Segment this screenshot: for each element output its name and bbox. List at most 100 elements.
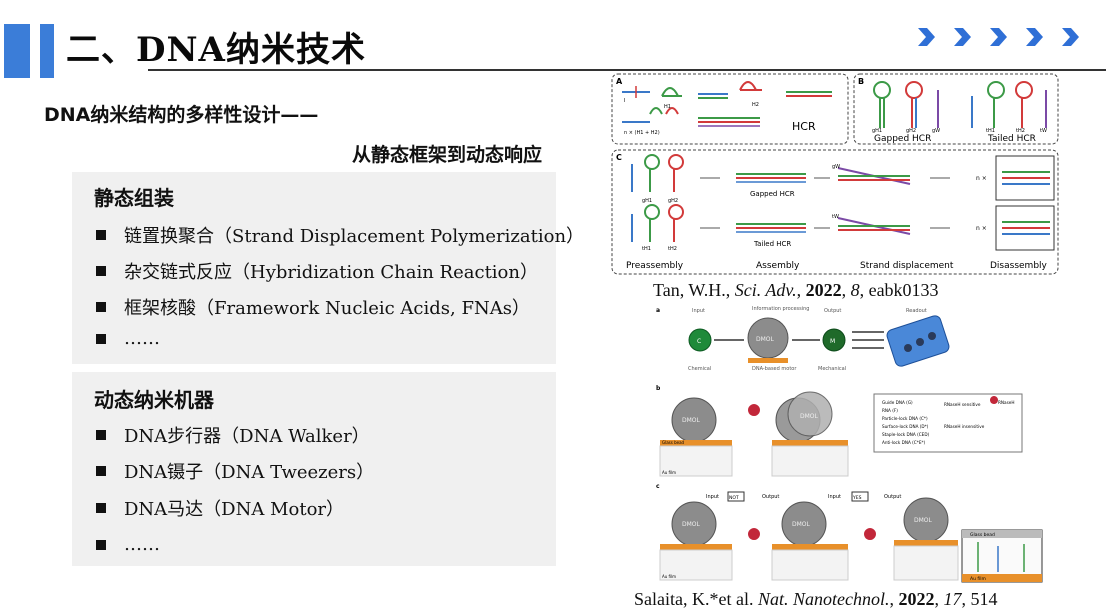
citation-salaita: Salaita, K.*et al. Nat. Nanotechnol., 20… [634,589,998,609]
list-item: …… [96,328,160,349]
svg-text:I: I [624,98,625,104]
list-item: DNA马达（DNA Motor） [96,495,344,521]
list-item: 链置换聚合（Strand Displacement Polymerization… [96,222,584,248]
svg-text:tH1: tH1 [986,128,995,134]
header-chevrons [914,26,1082,48]
svg-text:YES: YES [852,495,862,501]
svg-text:H2: H2 [752,102,759,108]
svg-text:gH1: gH1 [642,198,652,204]
svg-text:Au film: Au film [662,574,676,579]
svg-text:DMOL: DMOL [800,413,819,420]
header-accent-bar-thin [40,24,54,78]
svg-text:DMOL: DMOL [914,517,933,524]
hcr-strands-a [622,81,832,127]
svg-text:M: M [830,338,835,345]
svg-text:Glass bead: Glass bead [970,532,995,538]
svg-text:RNA (F): RNA (F) [882,408,898,413]
panel-b-letter: B [858,77,864,86]
svg-text:Particle-lock DNA (C*): Particle-lock DNA (C*) [882,416,928,421]
zoom-inset [961,529,1043,583]
list-item: DNA镊子（DNA Tweezers） [96,458,374,484]
svg-text:RNaseH insensitive: RNaseH insensitive [944,424,985,429]
hcr-strands-b [873,81,1047,128]
panel-b-frame [853,73,1059,145]
preassembly-label: Preassembly [626,261,684,271]
svg-text:tH2: tH2 [1016,128,1025,134]
svg-text:gH2: gH2 [668,198,678,204]
dna-motor-figure: a Input Information processing Output Re… [652,302,1046,586]
svg-text:Au film: Au film [662,470,676,475]
bullet-icon [96,430,106,440]
svg-text:NOT: NOT [729,495,739,501]
svg-text:tW: tW [832,214,839,220]
list-item: 框架核酸（Framework Nucleic Acids, FNAs） [96,294,530,320]
svg-text:Readout: Readout [906,308,927,314]
svg-text:Staple-lock DNA (CED): Staple-lock DNA (CED) [882,432,930,437]
bullet-icon [96,302,106,312]
svg-text:Input: Input [828,494,841,500]
static-assembly-heading: 静态组装 [94,186,174,210]
bullet-icon [96,539,106,550]
bullet-icon [96,466,106,476]
list-item: …… [96,534,160,555]
svg-text:n ×: n × [976,175,987,182]
assembly-label: Assembly [756,261,800,271]
svg-text:gH2: gH2 [906,128,916,134]
panel-c-frame [611,149,1059,275]
svg-text:Information processing: Information processing [752,306,809,312]
dynamic-machines-panel: 动态纳米机器 DNA步行器（DNA Walker） DNA镊子（DNA Twee… [72,372,556,566]
panel-a-letter: A [616,77,623,86]
svg-text:b: b [656,385,661,392]
svg-text:n ×: n × [976,225,987,232]
svg-text:H1: H1 [664,104,671,110]
bullet-icon [96,503,106,513]
header-divider [148,69,1106,71]
svg-text:Surface-lock DNA (D*): Surface-lock DNA (D*) [882,424,929,429]
svg-text:Output: Output [762,494,779,500]
input-node [688,328,712,352]
svg-text:Au film: Au film [970,576,986,582]
svg-text:n × (H1 + H2): n × (H1 + H2) [624,130,660,136]
svg-text:DMOL: DMOL [682,521,701,528]
svg-text:Mechanical: Mechanical [818,366,846,372]
section-subtitle: DNA纳米结构的多样性设计—— [44,104,319,126]
tailed-hcr-label: Tailed HCR [987,134,1036,144]
gapped-hcr-label: Gapped HCR [874,134,931,144]
disassembly-label: Disassembly [990,261,1048,271]
citation-tan: Tan, W.H., Sci. Adv., 2022, 8, eabk0133 [653,280,939,300]
chevron-right-icon [914,26,938,48]
chevron-right-icon [986,26,1010,48]
static-assembly-panel: 静态组装 链置换聚合（Strand Displacement Polymeriz… [72,172,584,364]
chevron-right-icon [1022,26,1046,48]
svg-text:DMOL: DMOL [756,336,775,343]
svg-text:Input: Input [706,494,719,500]
output-node [822,328,846,352]
svg-text:Glass bead: Glass bead [662,440,685,445]
chevron-right-icon [950,26,974,48]
dynamic-machines-heading: 动态纳米机器 [94,388,214,412]
legend-box [873,393,1023,453]
svg-text:gW: gW [832,164,840,170]
svg-text:DNA-based motor: DNA-based motor [752,366,797,372]
hcr-strands-c [631,154,1055,251]
hcr-label: HCR [792,120,816,133]
svg-text:gH1: gH1 [872,128,882,134]
svg-text:RNaseH sensitive: RNaseH sensitive [944,402,981,407]
bullet-icon [96,266,106,276]
svg-text:Guide DNA (G): Guide DNA (G) [882,400,913,405]
svg-text:tW: tW [1040,128,1047,134]
panel-a-frame [611,73,849,145]
hcr-figure: A H1 H2 I n × (H1 + H2) HCR B [610,72,1060,276]
header-accent-bar [4,24,30,78]
svg-text:RNaseH: RNaseH [998,400,1015,405]
svg-text:Anti-lock DNA (C*E*): Anti-lock DNA (C*E*) [882,440,926,445]
chevron-right-icon [1058,26,1082,48]
svg-text:a: a [656,307,660,314]
panel-c-letter: C [616,153,622,162]
svg-text:DMOL: DMOL [792,521,811,528]
svg-text:c: c [656,483,660,490]
bullet-icon [96,230,106,240]
strand-displacement-label: Strand displacement [860,261,954,271]
list-item: 杂交链式反应（Hybridization Chain Reaction） [96,258,538,284]
svg-text:tH2: tH2 [668,246,677,252]
